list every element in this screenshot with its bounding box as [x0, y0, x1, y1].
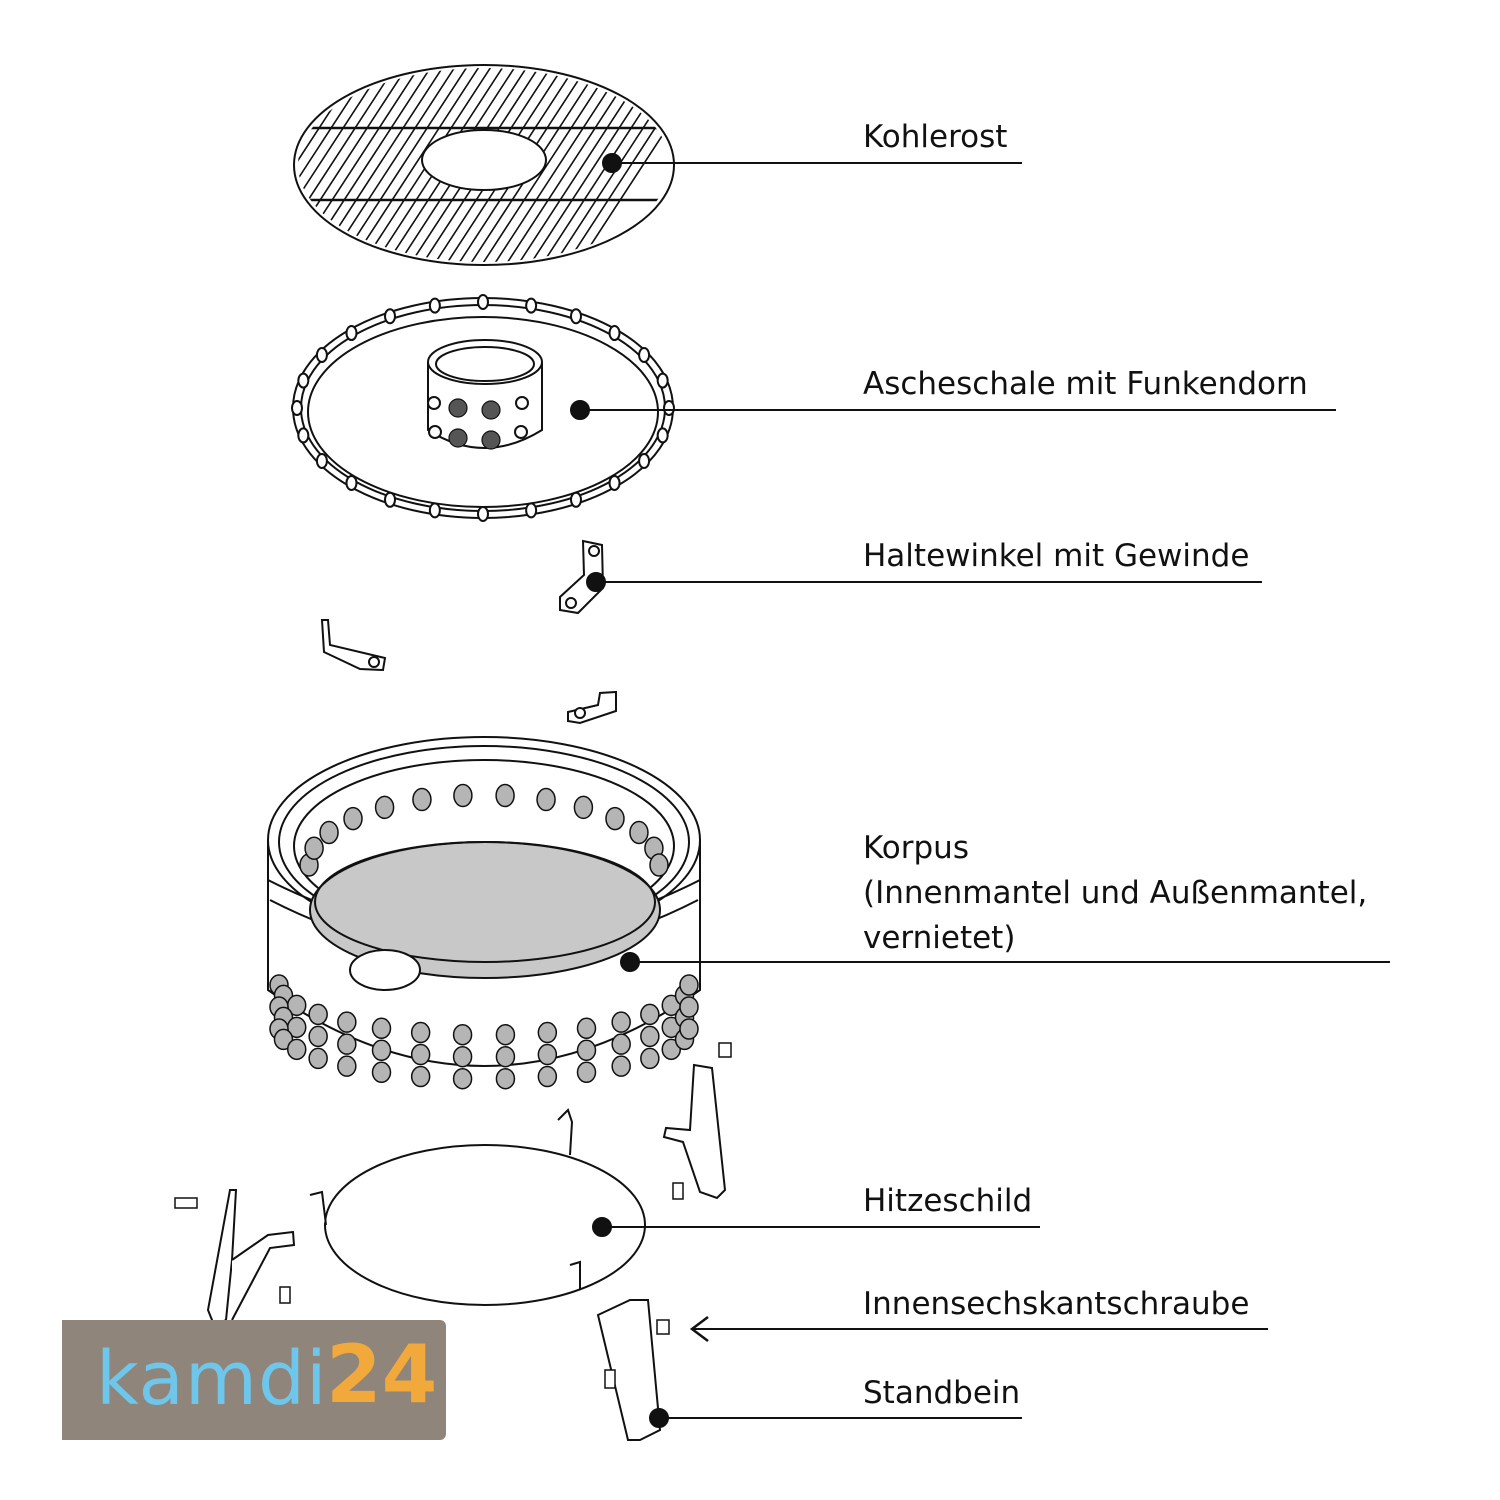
label-korpus-line2: (Innenmantel und Außenmantel, — [863, 875, 1368, 911]
label-korpus: Korpus — [863, 830, 969, 866]
label-innensechskantschraube: Innensechskantschraube — [863, 1286, 1250, 1322]
label-korpus-line3: vernietet) — [863, 920, 1016, 956]
standbein-legs — [174, 1042, 732, 1441]
leader-lines — [570, 153, 1390, 1428]
hitzeschild — [309, 1108, 646, 1306]
label-standbein: Standbein — [863, 1375, 1021, 1411]
kamdi24-logo: kamdi 24 — [62, 1320, 446, 1440]
logo-number: 24 — [326, 1328, 438, 1421]
label-hitzeschild: Hitzeschild — [863, 1183, 1033, 1219]
korpus-body — [267, 736, 701, 1090]
label-kohlerost: Kohlerost — [863, 119, 1008, 155]
ascheschale-ring — [291, 294, 675, 522]
haltewinkel-brackets — [320, 539, 617, 725]
label-ascheschale: Ascheschale mit Funkendorn — [863, 366, 1308, 402]
logo-text: kamdi — [96, 1336, 328, 1422]
label-haltewinkel: Haltewinkel mit Gewinde — [863, 538, 1250, 574]
kohlerost-grate — [293, 64, 675, 266]
